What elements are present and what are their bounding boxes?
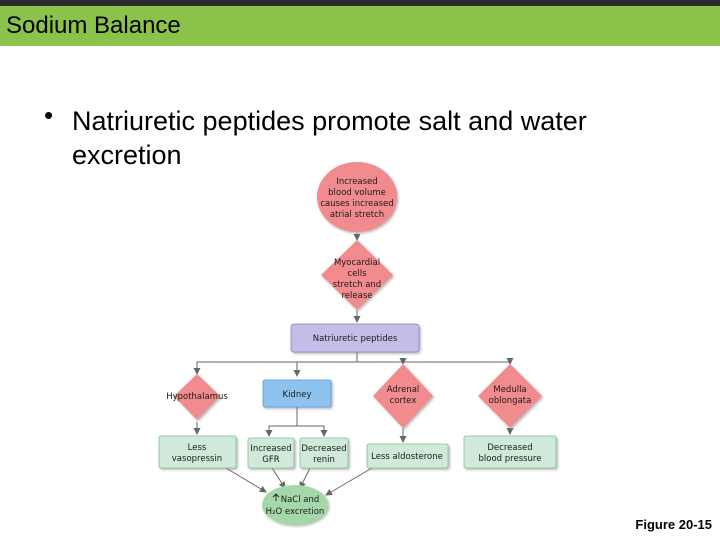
- arrow-vasopressin-to-excretion: [225, 467, 267, 493]
- arrow-kidney-to-renin: [297, 425, 328, 437]
- arrow-peptides-to-kidney: [293, 361, 357, 377]
- arrow-peptides-to-medulla: [357, 358, 514, 365]
- up-arrow-icon: [272, 493, 280, 501]
- figure-label: Figure 20-15: [635, 517, 712, 532]
- hypothalamus-node: Hypothalamus: [166, 374, 228, 420]
- arrow-peptides-to-hypothalamus: [193, 352, 358, 375]
- natriuretic-peptides-node: Natriuretic peptides: [290, 323, 420, 353]
- bullet-marker: •: [44, 100, 54, 130]
- title-bar: [0, 6, 720, 46]
- arrow-aldosterone-to-excretion: [325, 467, 373, 496]
- svg-text:Kidney: Kidney: [283, 390, 312, 400]
- svg-text:Hypothalamus: Hypothalamus: [166, 392, 228, 402]
- top-border: [0, 0, 720, 6]
- svg-text:Natriuretic peptides: Natriuretic peptides: [313, 334, 398, 344]
- bullet-text: Natriuretic peptides promote salt and wa…: [72, 106, 587, 170]
- slide-title: Sodium Balance: [6, 12, 181, 39]
- arrow-gfr-to-excretion: [271, 467, 286, 489]
- svg-text:Less aldosterone: Less aldosterone: [371, 452, 443, 462]
- less-aldosterone-node: Less aldosterone: [366, 443, 449, 469]
- arrow-kidney-to-gfr: [265, 407, 298, 437]
- arrow-renin-to-excretion: [299, 467, 311, 489]
- kidney-node: Kidney: [262, 379, 332, 408]
